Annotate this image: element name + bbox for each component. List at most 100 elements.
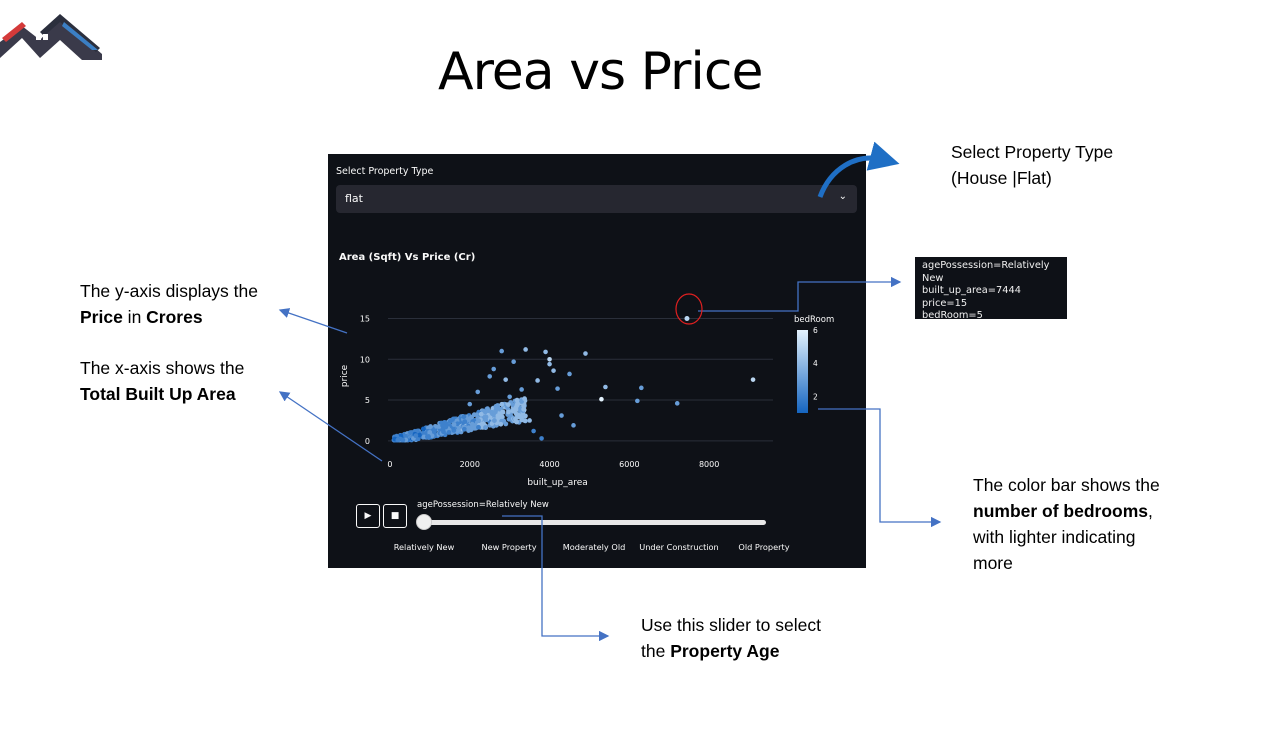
scatter-point [539, 436, 544, 441]
note-bold: Price [80, 307, 123, 327]
scatter-point [467, 401, 473, 407]
note-y-axis: The y-axis displays the Price in Crores [80, 278, 258, 330]
note-line: with lighter indicating [973, 527, 1136, 547]
scatter-point [639, 385, 644, 391]
x-tick-label: 4000 [539, 460, 559, 469]
scatter-point [475, 389, 481, 395]
scatter-point [567, 371, 572, 377]
scatter-point [462, 419, 468, 425]
slider-tick-new-property[interactable]: New Property [481, 542, 537, 552]
note-line: Price in Crores [80, 304, 258, 330]
scatter-point [674, 401, 680, 406]
scatter-point [559, 413, 564, 418]
scatter-point [519, 387, 524, 392]
note-bold: number of bedrooms [973, 501, 1149, 521]
property-type-select[interactable]: flat ⌄ [336, 185, 857, 213]
scatter-point [476, 418, 482, 424]
age-slider-handle[interactable] [416, 514, 432, 530]
slider-tick-relatively-new[interactable]: Relatively New [393, 542, 455, 552]
y-tick-label: 5 [365, 396, 370, 405]
note-line: the Property Age [641, 638, 821, 664]
scatter-point [461, 426, 467, 432]
slider-tick-under-construction[interactable]: Under Construction [639, 542, 719, 552]
scatter-point [427, 429, 433, 435]
scatter-point [485, 408, 491, 414]
scatter-point [500, 409, 506, 415]
stop-button[interactable]: ■ [383, 504, 407, 528]
age-slider-track[interactable] [424, 520, 766, 525]
scatter-point [428, 424, 433, 429]
play-button[interactable]: ▶ [356, 504, 380, 528]
scatter-point [507, 394, 512, 400]
x-tick-label: 8000 [699, 460, 719, 469]
scatter-point [491, 418, 497, 423]
note-line: Use this slider to select [641, 615, 821, 635]
scatter-point [583, 351, 588, 356]
scatter-point [516, 412, 521, 418]
scatter-point [515, 401, 521, 407]
scatter-point [551, 368, 556, 373]
hover-tooltip: agePossession=Relatively New built_up_ar… [915, 257, 1067, 321]
slider-tick-old-property[interactable]: Old Property [738, 542, 790, 552]
x-tick-label: 0 [387, 460, 392, 469]
colorbar-tick-label: 4 [813, 359, 818, 368]
scatter-point [506, 409, 511, 415]
house-roof-logo-icon [0, 14, 102, 60]
note-line: The x-axis shows the [80, 358, 245, 378]
page-title: Area vs Price [438, 42, 763, 102]
note-text: in [122, 307, 147, 327]
scatter-point [493, 403, 499, 409]
note-text: the [641, 641, 671, 661]
scatter-point [395, 437, 401, 443]
note-bold: Property Age [670, 641, 780, 661]
scatter-point [523, 347, 528, 352]
note-colorbar: The color bar shows the number of bedroo… [973, 472, 1160, 576]
scatter-point [461, 414, 467, 420]
scatter-point [466, 428, 471, 433]
scatter-point [476, 424, 481, 430]
scatter-point [505, 402, 511, 408]
scatter-point [513, 405, 519, 411]
scatter-point [495, 413, 501, 419]
app-panel: Select Property Type flat ⌄ Area (Sqft) … [328, 154, 866, 568]
scatter-point [417, 432, 422, 438]
note-bold: Crores [146, 307, 203, 327]
scatter-point [514, 397, 520, 403]
scatter-point [501, 418, 507, 424]
tooltip-line: bedRoom=5 [922, 310, 983, 321]
colorbar-tick-label: 2 [813, 392, 818, 401]
scatter-point [408, 430, 413, 436]
scatter-point [523, 413, 528, 419]
note-line: (House |Flat) [951, 168, 1052, 188]
scatter-point [521, 406, 527, 412]
slider-tick-moderately-old[interactable]: Moderately Old [562, 542, 626, 552]
scatter-point [499, 401, 505, 407]
scatter-point [635, 398, 640, 404]
scatter-point [451, 422, 457, 427]
scatter-point [531, 428, 536, 434]
y-tick-label: 15 [360, 314, 370, 323]
scatter-point [468, 414, 474, 420]
colorbar [797, 330, 808, 413]
note-line: more [973, 553, 1013, 573]
x-tick-label: 6000 [619, 460, 639, 469]
highlighted-point [684, 315, 690, 321]
scatter-point [547, 356, 552, 362]
tooltip-line: price=15 [922, 297, 968, 309]
scatter-point [451, 427, 457, 433]
scatter-point [522, 396, 527, 402]
note-line: number of bedrooms, [973, 498, 1160, 524]
scatter-point [535, 378, 540, 383]
scatter-point [491, 366, 497, 372]
scatter-point [480, 420, 486, 426]
scatter-point [446, 430, 452, 435]
scatter-point [400, 437, 406, 443]
scatter-point [429, 433, 435, 439]
note-bold: Total Built Up Area [80, 384, 236, 404]
x-tick-label: 2000 [460, 460, 480, 469]
scatter-point [478, 411, 484, 417]
note-line: The color bar shows the [973, 475, 1160, 495]
chart-title: Area (Sqft) Vs Price (Cr) [339, 252, 476, 263]
scatter-point [426, 434, 431, 439]
